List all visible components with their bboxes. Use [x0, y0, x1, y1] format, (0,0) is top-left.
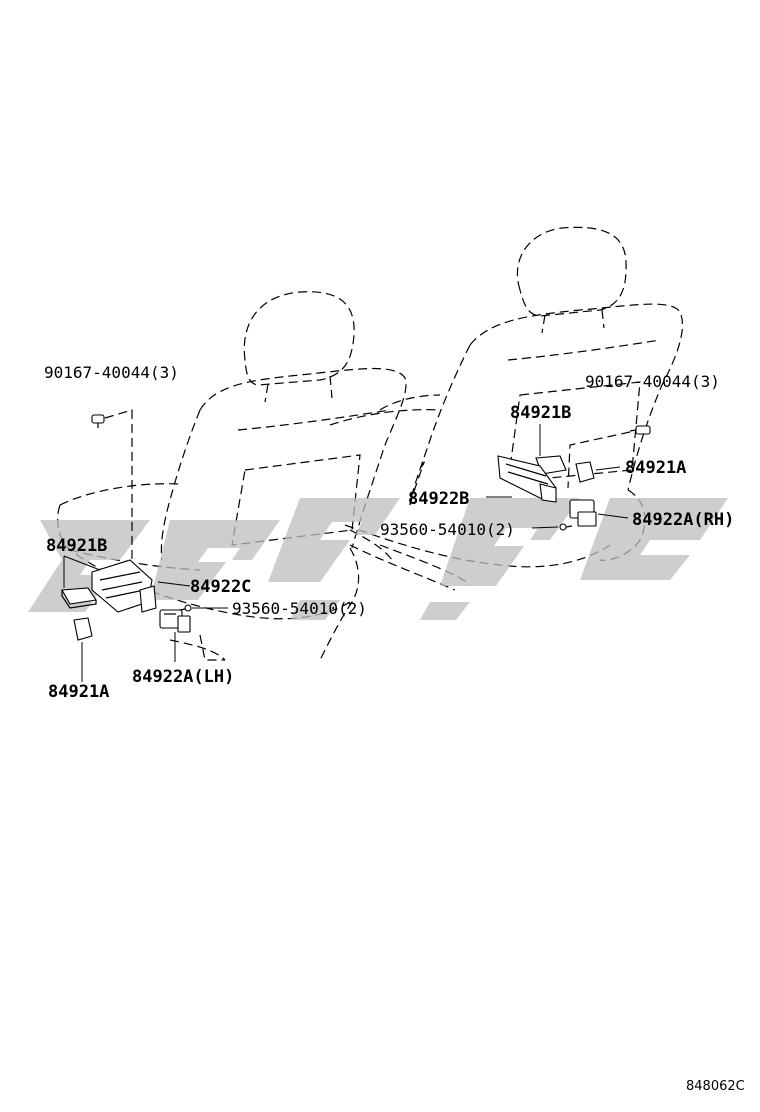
- label-cover-84921a-right: 84921A: [625, 458, 686, 478]
- label-cover-84921b-left: 84921B: [46, 536, 107, 556]
- watermark-logo: [28, 498, 728, 620]
- switch-84922a-lh-icon: [159, 609, 191, 633]
- diagram-code: 848062C: [686, 1079, 745, 1094]
- cover-84921a-right-icon: [575, 461, 595, 483]
- label-switch-lh: 84922A(LH): [132, 667, 234, 687]
- label-switch-rh: 84922A(RH): [632, 510, 734, 530]
- bracket-84922b-icon: [497, 455, 557, 503]
- label-bolt-left: 90167-40044(3): [44, 363, 179, 382]
- cover-84921b-left-icon: [61, 587, 97, 609]
- bolt-left-icon: [91, 414, 105, 428]
- bolt-right-leader: [567, 431, 631, 489]
- label-screw-left: 93560-54010(2): [232, 599, 367, 618]
- label-cover-84921b-right: 84921B: [510, 403, 571, 423]
- bolt-right-icon: [629, 425, 651, 435]
- label-bolt-right: 90167-40044(3): [585, 372, 720, 391]
- leader-lines: [63, 424, 629, 682]
- screw-right-icon: [559, 523, 573, 531]
- label-bracket-84922c: 84922C: [190, 577, 251, 597]
- bolt-left-leader: [104, 409, 133, 570]
- cover-84921a-left-icon: [73, 617, 93, 641]
- label-bracket-84922b: 84922B: [408, 489, 469, 509]
- label-screw-right: 93560-54010(2): [380, 520, 515, 539]
- switch-84922a-rh-icon: [569, 499, 597, 527]
- label-cover-84921a-left: 84921A: [48, 682, 109, 702]
- bracket-84922c-icon: [91, 559, 157, 613]
